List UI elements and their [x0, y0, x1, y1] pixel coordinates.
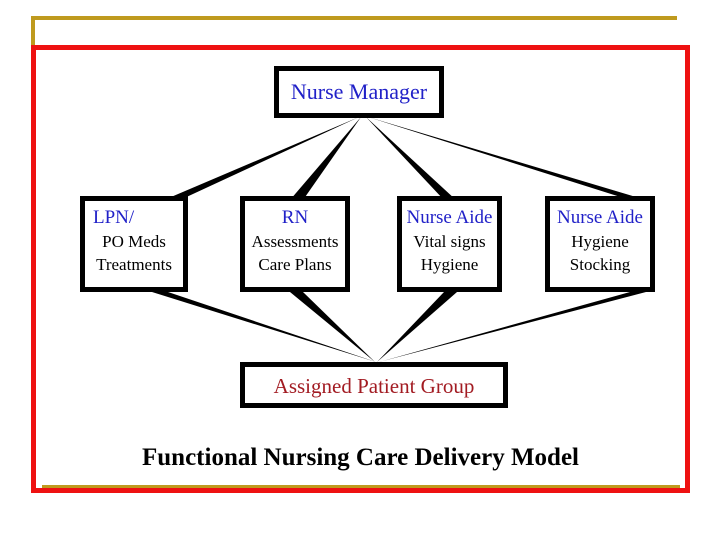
gold-frame-left-rule: [31, 16, 35, 72]
node-role-lpn-duty-1: PO Meds: [102, 232, 166, 251]
node-role-nurse-aide-2[interactable]: Nurse Aide Hygiene Stocking: [545, 196, 655, 292]
node-role-rn-duty-2: Care Plans: [258, 255, 332, 274]
node-role-nurse-aide-1-duty-2: Hygiene: [420, 255, 479, 274]
node-nurse-manager[interactable]: Nurse Manager: [274, 66, 444, 118]
node-nurse-manager-label: Nurse Manager: [290, 79, 428, 104]
node-role-lpn-label: LPN/: [93, 207, 135, 228]
node-role-lpn[interactable]: LPN/ PO Meds Treatments: [80, 196, 188, 292]
node-assigned-patient-group[interactable]: Assigned Patient Group: [240, 362, 508, 408]
node-role-rn-duty-1: Assessments: [251, 232, 339, 251]
node-role-rn-label: RN: [281, 207, 309, 228]
red-frame-border: [31, 45, 690, 493]
node-assigned-patient-group-label: Assigned Patient Group: [273, 374, 475, 398]
node-role-nurse-aide-2-duty-1: Hygiene: [571, 232, 629, 251]
gold-frame-top-rule: [31, 16, 677, 20]
node-role-nurse-aide-2-label: Nurse Aide: [556, 207, 643, 228]
node-role-nurse-aide-1-label: Nurse Aide: [406, 207, 493, 228]
node-role-nurse-aide-2-duty-2: Stocking: [569, 255, 631, 274]
node-role-nurse-aide-1[interactable]: Nurse Aide Vital signs Hygiene: [397, 196, 502, 292]
gold-frame-bottom-rule: [42, 485, 680, 490]
node-role-nurse-aide-1-duty-1: Vital signs: [413, 232, 486, 251]
node-role-lpn-duty-2: Treatments: [96, 255, 172, 274]
node-role-rn[interactable]: RN Assessments Care Plans: [240, 196, 350, 292]
slide-title: Functional Nursing Care Delivery Model: [142, 444, 579, 471]
